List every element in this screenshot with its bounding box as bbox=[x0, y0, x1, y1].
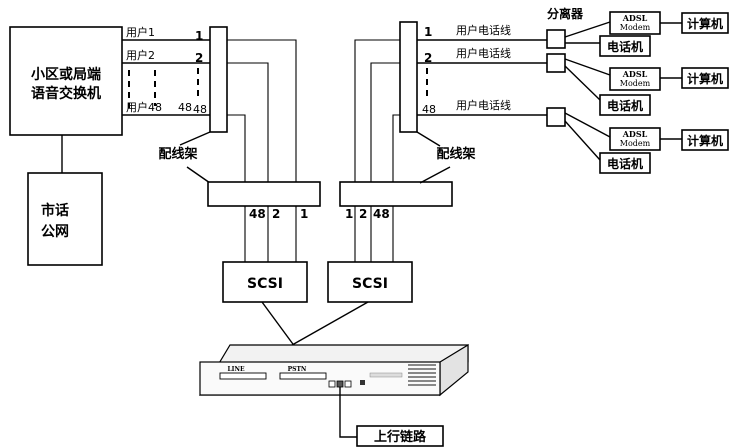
splitter-to-modem-link bbox=[564, 21, 611, 38]
right-frame-label: 配线架 bbox=[436, 146, 475, 162]
user1-label: 用户1 bbox=[126, 25, 155, 39]
voice-switch-line1: 小区或局端 bbox=[31, 66, 101, 83]
splitter-to-phone-link bbox=[564, 120, 601, 161]
splitter-box bbox=[546, 107, 566, 127]
uplink-label: 上行链路 bbox=[374, 429, 427, 445]
voice-switch-line2: 语音交换机 bbox=[31, 85, 101, 102]
line-port-connector bbox=[219, 372, 267, 380]
right-bus-num-48: 48 bbox=[373, 207, 390, 221]
left-bus-label-pointer bbox=[186, 166, 211, 184]
left-route-2 bbox=[227, 62, 269, 208]
splitter-to-modem-link bbox=[564, 112, 611, 138]
vent-grille-icon bbox=[408, 364, 436, 386]
phone-line-label-1: 用户电话线 bbox=[456, 23, 511, 37]
left-bus-num-2: 2 bbox=[272, 207, 280, 221]
phone-line-label-48: 用户电话线 bbox=[456, 98, 511, 112]
dslam-device: LINE PSTN bbox=[198, 343, 469, 397]
left-frame-num-1: 1 bbox=[195, 29, 203, 43]
right-route-2 bbox=[370, 62, 400, 182]
telephone-box bbox=[599, 35, 651, 57]
left-scsi-label: SCSI bbox=[247, 276, 283, 292]
ethernet-port-icon bbox=[336, 380, 344, 388]
right-bus-label-pointer bbox=[419, 166, 451, 184]
right-frame-label-pointer bbox=[416, 131, 441, 147]
left-bus-num-48: 48 bbox=[249, 207, 266, 221]
telephone-label: 电话机 bbox=[607, 156, 643, 171]
telephone-box bbox=[599, 152, 651, 174]
phone-line-label-2: 用户电话线 bbox=[456, 46, 511, 60]
telephone-label: 电话机 bbox=[607, 39, 643, 54]
modem-text: Modem bbox=[620, 79, 651, 88]
right-distribution-frame bbox=[399, 21, 418, 133]
computer-label: 计算机 bbox=[687, 133, 723, 148]
left-frame-label: 配线架 bbox=[158, 146, 197, 162]
pstn-line2: 公网 bbox=[41, 224, 69, 240]
power-switch-icon bbox=[328, 380, 336, 388]
console-port-icon bbox=[344, 380, 352, 388]
voice-switch-box bbox=[9, 26, 123, 136]
adsl-modem-box bbox=[609, 67, 661, 91]
left-route-1 bbox=[227, 39, 297, 208]
computer-box bbox=[681, 67, 729, 89]
right-route-1 bbox=[354, 39, 400, 182]
user-endpoint-group-48: ADSL Modem 计算机 电话机 bbox=[546, 107, 729, 174]
right-frame-num-2: 2 bbox=[424, 51, 432, 65]
right-scsi-label: SCSI bbox=[352, 276, 388, 292]
user-endpoint-group-2: ADSL Modem 计算机 电话机 bbox=[546, 53, 729, 116]
right-scsi-box bbox=[327, 261, 413, 303]
adsl-text: ADSL bbox=[622, 69, 648, 79]
right-bus-bar bbox=[339, 181, 453, 207]
right-frame-num-48: 48 bbox=[422, 103, 436, 116]
right-bus-num-1: 1 bbox=[345, 207, 353, 221]
line-port-label: LINE bbox=[227, 366, 245, 373]
splitter-label: 分离器 bbox=[547, 6, 584, 21]
left-frame-num-48: 48 bbox=[193, 103, 207, 116]
uplink-box bbox=[356, 425, 444, 447]
left-frame-num-2: 2 bbox=[195, 51, 203, 65]
splitter-to-modem-link bbox=[564, 58, 611, 76]
left-frame-label-pointer bbox=[179, 131, 211, 146]
adsl-text: ADSL bbox=[622, 13, 648, 23]
splitter-to-phone-link bbox=[564, 65, 601, 101]
modem-text: Modem bbox=[620, 23, 651, 32]
modem-text: Modem bbox=[620, 139, 651, 148]
user-endpoint-group-1: ADSL Modem 计算机 电话机 bbox=[546, 11, 729, 57]
left-route-48 bbox=[227, 114, 246, 208]
device-model-plate bbox=[369, 372, 403, 378]
computer-label: 计算机 bbox=[687, 71, 723, 86]
user48-number: 48 bbox=[178, 101, 192, 114]
splitter-box bbox=[546, 53, 566, 73]
status-led-icon bbox=[360, 380, 365, 385]
telephone-label: 电话机 bbox=[607, 98, 643, 113]
right-frame-num-1: 1 bbox=[424, 25, 432, 39]
pstn-box bbox=[27, 172, 103, 266]
right-route-48 bbox=[392, 114, 400, 182]
left-scsi-box bbox=[222, 261, 308, 303]
pstn-port-label: PSTN bbox=[288, 366, 307, 373]
right-bus-num-2: 2 bbox=[359, 207, 367, 221]
left-bus-num-1: 1 bbox=[300, 207, 308, 221]
user48-label: 用户48 bbox=[126, 100, 162, 114]
computer-box bbox=[681, 129, 729, 151]
telephone-box bbox=[599, 94, 651, 116]
uplink-line bbox=[339, 387, 357, 438]
user2-label: 用户2 bbox=[126, 48, 155, 62]
computer-label: 计算机 bbox=[687, 16, 723, 31]
pstn-port-connector bbox=[279, 372, 327, 380]
pstn-line1: 市话 bbox=[41, 202, 69, 219]
left-distribution-frame bbox=[209, 26, 228, 133]
adsl-text: ADSL bbox=[622, 129, 648, 139]
left-bus-bar bbox=[207, 181, 321, 207]
computer-box bbox=[681, 12, 729, 34]
splitter-box bbox=[546, 29, 566, 49]
